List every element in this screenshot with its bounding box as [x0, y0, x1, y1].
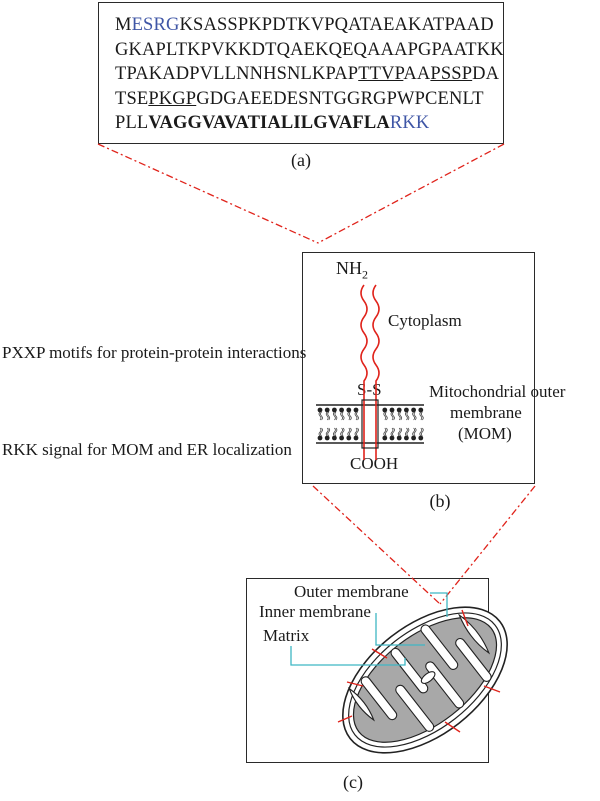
lipid-head-lower — [389, 427, 395, 441]
cooh-label: COOH — [350, 454, 399, 473]
lipid-head-lower — [324, 427, 331, 441]
lipid-head-lower — [317, 427, 323, 441]
sequence-segment: DA — [472, 64, 500, 85]
lipid-head-upper — [396, 407, 403, 421]
sequence-segment: GKAPLTKPVKKDTQAEKQEQAAAPGPAATKK — [115, 39, 504, 60]
zoom-lines-b-to-c — [312, 485, 536, 605]
mom-label-line2: membrane — [450, 403, 522, 422]
lipid-head-upper — [331, 407, 338, 421]
panel-c-label: (c) — [343, 772, 363, 792]
pxxp-motif-label: PXXP motifs for protein-protein interact… — [2, 343, 307, 362]
zoom-lines-a-to-b — [97, 143, 505, 244]
sequence-line: GKAPLTKPVKKDTQAEKQEQAAAPGPAATKK — [115, 38, 504, 63]
sequence-segment: ESRG — [131, 15, 180, 35]
lipid-head-lower — [396, 427, 403, 441]
inner-membrane-label: Inner membrane — [259, 602, 371, 621]
sequence-segment: RKK — [389, 113, 430, 134]
rkk-signal-label: RKK signal for MOM and ER localization — [2, 440, 292, 459]
matrix-label: Matrix — [263, 626, 310, 645]
sequence-segment: VAGGVAVATIALILGVAFLA — [148, 113, 390, 134]
sequence-segment: TSE — [115, 88, 149, 109]
panel-b-box — [302, 252, 535, 484]
lipid-head-upper — [403, 407, 410, 421]
sequence-line: TSEPKGPGDGAEEDESNTGGRGPWPCENLT — [115, 87, 504, 112]
lipid-head-upper — [345, 407, 352, 421]
lipid-head-lower — [403, 427, 410, 441]
sequence-segment: KSASSPKPDTKVPQATAEAKATPAAD — [179, 15, 494, 35]
lipid-head-upper — [389, 407, 395, 421]
sequence-segment: PKGP — [148, 88, 197, 109]
cytoplasm-label: Cytoplasm — [388, 311, 462, 330]
sequence-line: MESRGKSASSPKPDTKVPQATAEAKATPAAD — [115, 13, 504, 38]
lipid-head-lower — [331, 427, 338, 441]
mitochondrion — [342, 606, 508, 754]
lipid-head-lower — [353, 427, 359, 441]
lipid-head-upper — [338, 407, 345, 421]
outer-membrane-label: Outer membrane — [294, 582, 409, 601]
lipid-head-upper — [417, 407, 424, 421]
sequence-segment: TTVP — [358, 64, 404, 85]
sequence-segment: TPAKADPVLLNNHSNLKPAP — [115, 64, 359, 85]
lipid-head-upper — [410, 407, 417, 421]
panel-b-label: (b) — [429, 491, 451, 511]
lipid-head-upper — [317, 407, 323, 421]
nh2-label: NH2 — [336, 258, 368, 282]
lipid-head-lower — [338, 427, 345, 441]
sequence-segment: PLL — [115, 113, 149, 134]
sequence-segment: AA — [403, 64, 431, 85]
transmembrane-box — [361, 399, 379, 449]
mom-label-line3: (MOM) — [458, 424, 512, 443]
sequence-segment: GDGAEEDESNTGGRGPWPCENLT — [196, 88, 484, 109]
outer-membrane-proteins — [337, 609, 501, 733]
panel-a-box — [98, 2, 504, 144]
lipid-head-upper — [324, 407, 331, 421]
lipid-head-upper — [353, 407, 359, 421]
sequence-line: TPAKADPVLLNNHSNLKPAPTTVPAAPSSPDA — [115, 62, 504, 87]
sequence-line: PLLVAGGVAVATIALILGVAFLARKK — [115, 111, 504, 136]
label-leader-lines — [290, 592, 448, 666]
lipid-bilayer — [316, 404, 424, 444]
protein-strand-right — [372, 284, 380, 460]
lipid-head-lower — [410, 427, 417, 441]
sequence-segment: PSSP — [430, 64, 473, 85]
sequence-segment: M — [115, 15, 132, 35]
lipid-head-upper — [381, 407, 388, 421]
mom-label-line1: Mitochondrial outer — [429, 382, 566, 401]
lipid-head-lower — [417, 427, 424, 441]
panel-a-label: (a) — [291, 150, 311, 170]
protein-strand-left — [360, 284, 368, 460]
lipid-head-lower — [345, 427, 352, 441]
lipid-head-lower — [381, 427, 388, 441]
